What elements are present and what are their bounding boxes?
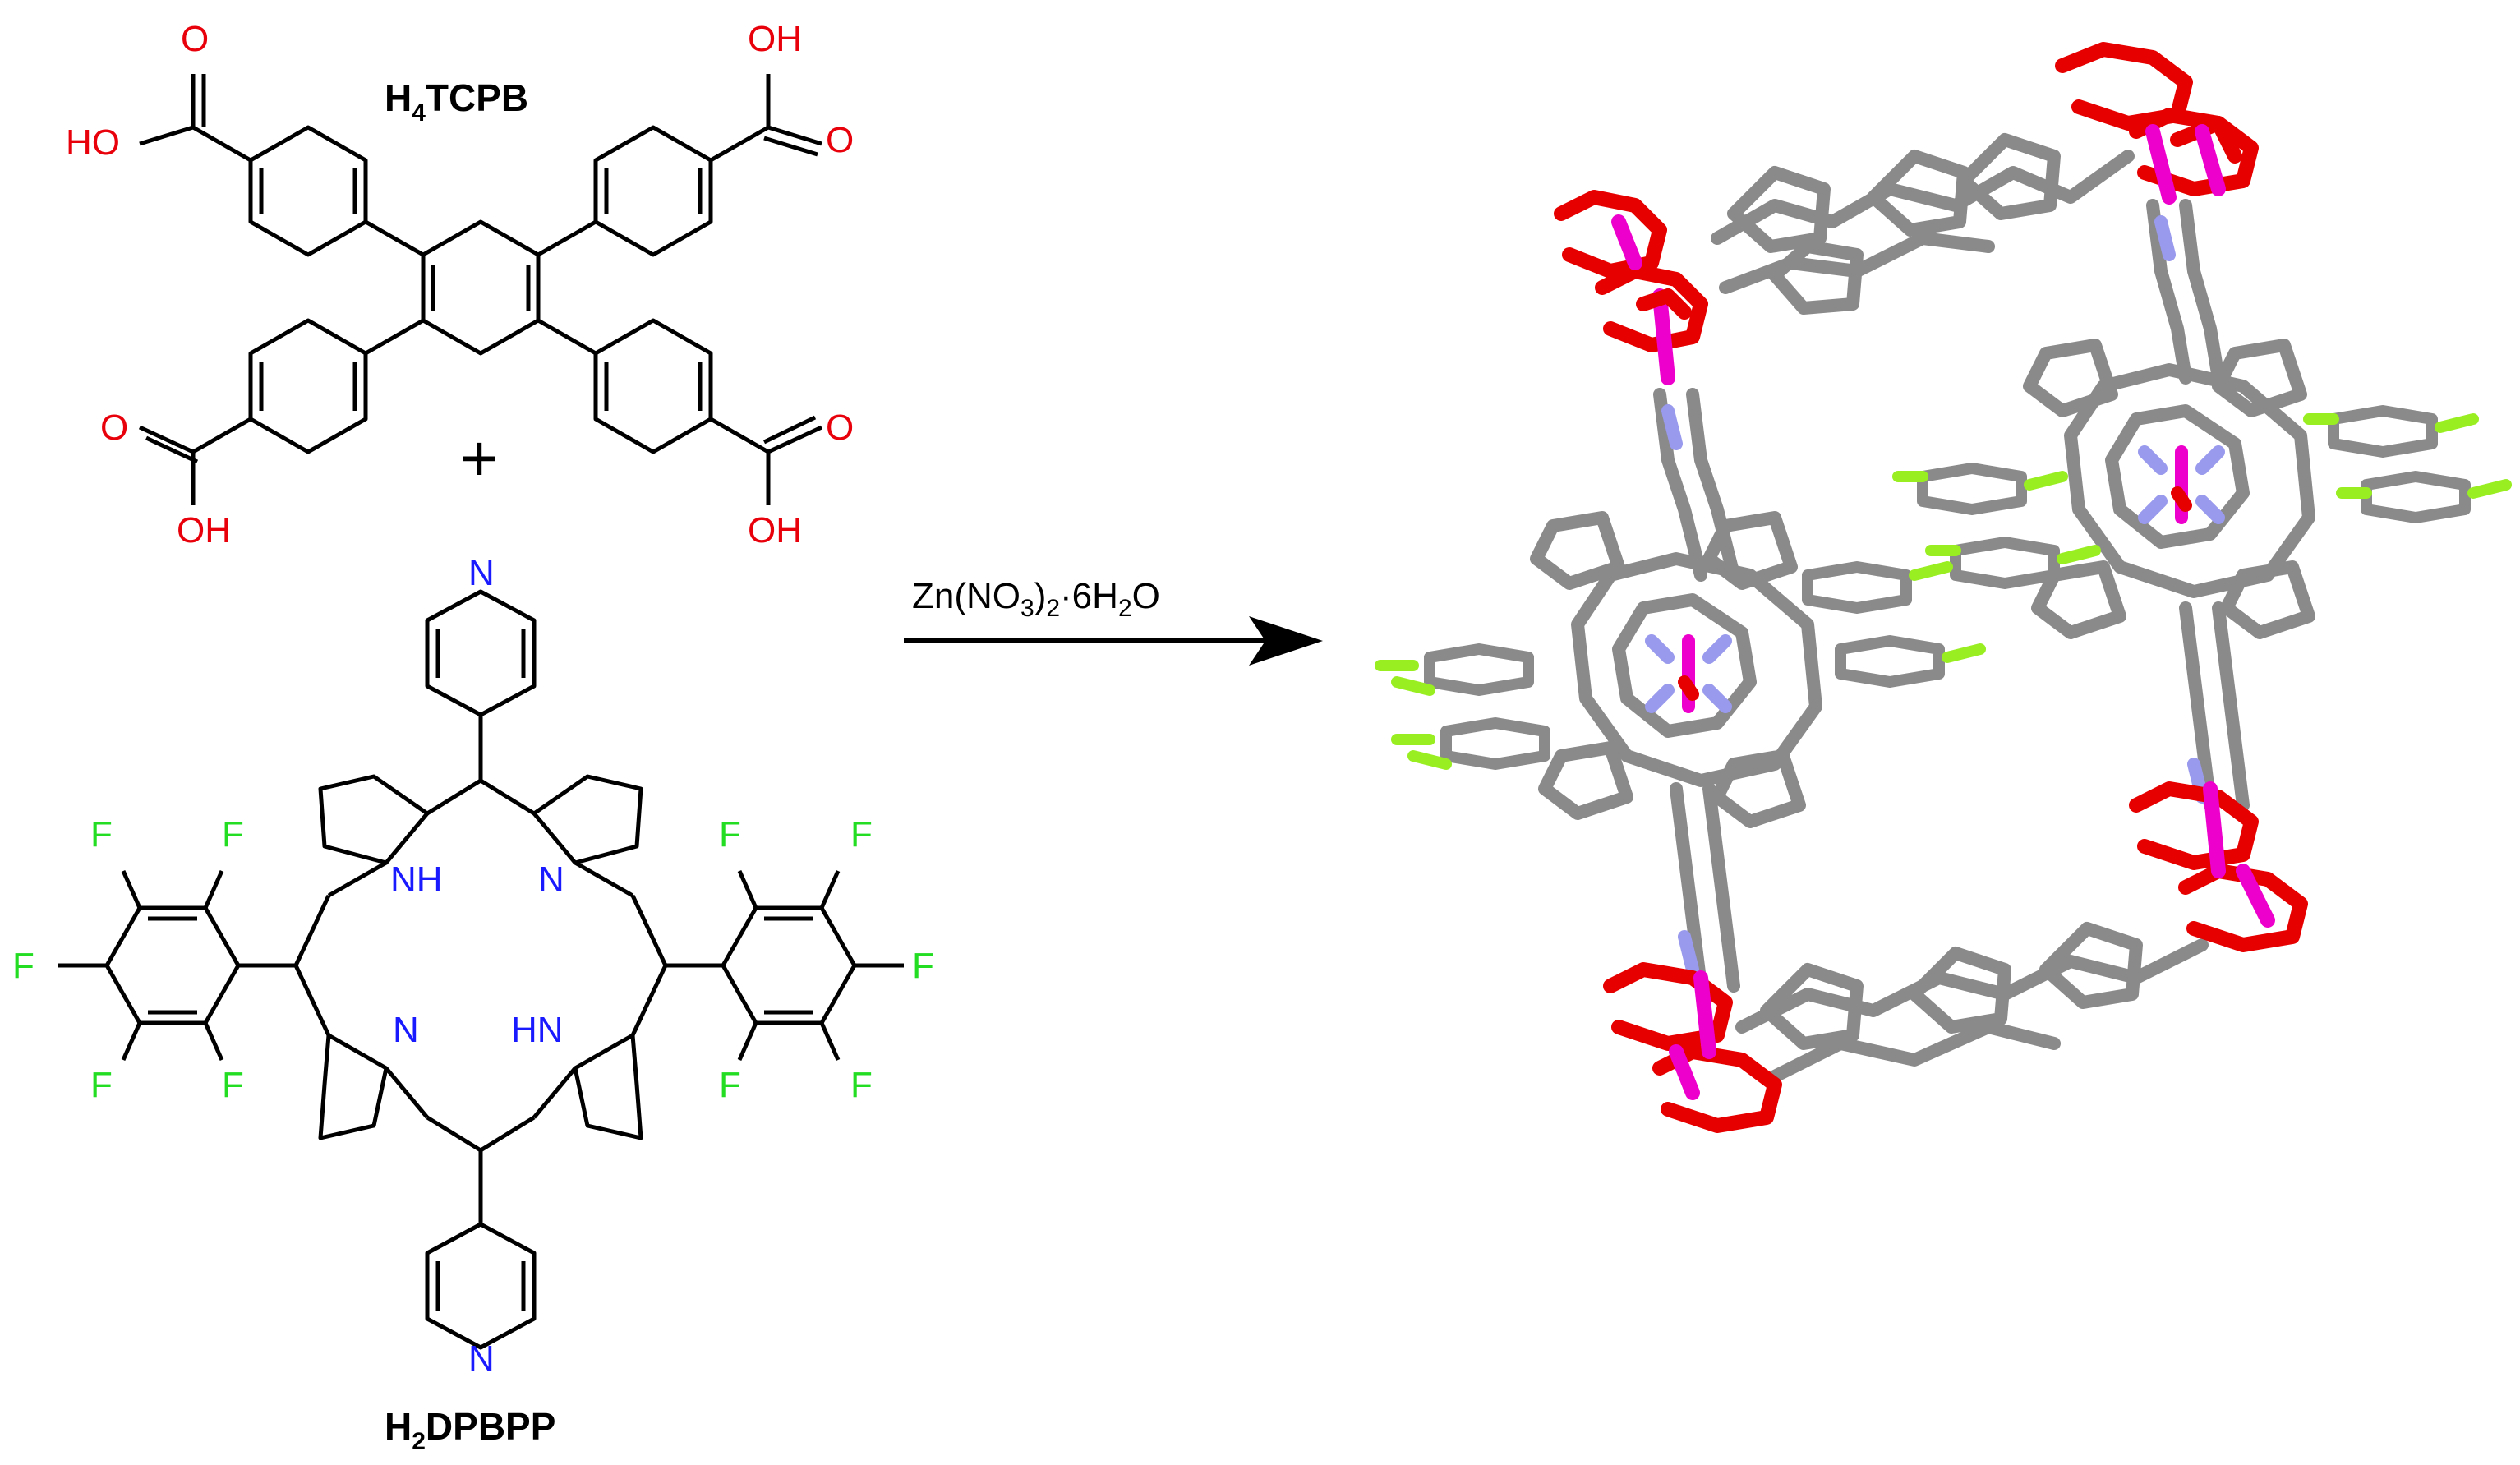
- f-right-1: F: [719, 814, 741, 855]
- tcpb-label: H4TCPB: [385, 76, 528, 127]
- f-left-2: F: [222, 814, 244, 855]
- pyrrole-hn-lower: HN: [511, 1010, 564, 1050]
- tcpb-oh-top-right: OH: [748, 19, 802, 59]
- plus-sign: +: [460, 422, 499, 495]
- f-left-3: F: [12, 946, 35, 986]
- pyridine-n-top: N: [468, 553, 495, 593]
- tcpb-ho-top-left: HO: [66, 122, 120, 163]
- pyridine-n-bottom: N: [468, 1338, 495, 1379]
- tcpb-oh-bottom-right: OH: [748, 510, 802, 551]
- f-left-1: F: [90, 814, 113, 855]
- reaction-arrow-head: [1249, 616, 1323, 666]
- tcpb-structure: [138, 74, 823, 505]
- pyrrole-n-lower: N: [393, 1010, 419, 1050]
- pyrrole-n-upper: N: [538, 859, 564, 900]
- tcpb-o-bottom-right: O: [826, 408, 854, 448]
- tcpb-o-top-right: O: [826, 120, 854, 160]
- porphyrin-structure: [58, 589, 904, 1350]
- f-left-4: F: [90, 1065, 113, 1105]
- f-right-2: F: [850, 814, 873, 855]
- f-right-5: F: [850, 1065, 873, 1105]
- tcpb-o-top-left: O: [181, 19, 209, 59]
- pyrrole-nh-upper: NH: [390, 859, 443, 900]
- tcpb-oh-bottom-left: OH: [177, 510, 231, 551]
- f-left-5: F: [222, 1065, 244, 1105]
- f-right-3: F: [912, 946, 934, 986]
- porphyrin-label: H2DPBPP: [385, 1405, 555, 1455]
- tcpb-o-bottom-left: O: [100, 408, 128, 448]
- reagent-label: Zn(NO3)2·6H2O: [912, 576, 1160, 622]
- framework-structure: [1375, 42, 2512, 1133]
- f-right-4: F: [719, 1065, 741, 1105]
